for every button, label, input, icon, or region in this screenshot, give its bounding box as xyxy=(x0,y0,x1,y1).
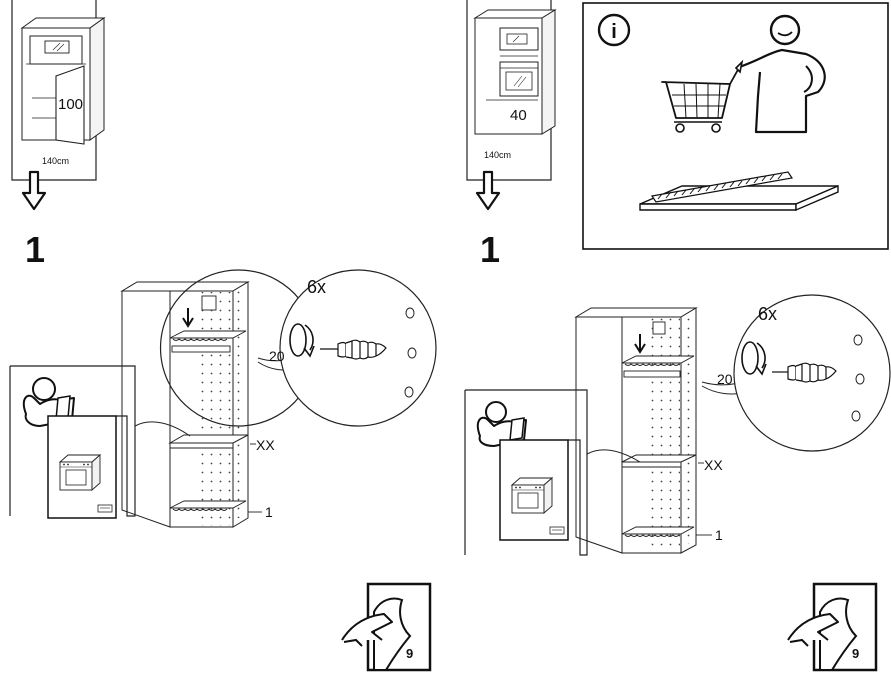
shopping-cart-icon xyxy=(661,65,741,133)
shelf-icon xyxy=(639,171,839,212)
page-ref: 9 xyxy=(852,646,859,661)
down-arrow-icon xyxy=(21,170,47,211)
down-arrow-icon xyxy=(475,170,501,211)
label-20: 20 xyxy=(269,348,285,364)
label-1: 1 xyxy=(265,504,273,520)
label-20: 20 xyxy=(717,371,733,387)
right-column: 40 140cm 1 i xyxy=(464,0,891,672)
screws-count: 6x xyxy=(758,304,777,324)
info-icon: i xyxy=(597,13,631,47)
cabinet-drawing-left: XX 1 xyxy=(120,281,275,528)
thumbnail-width: 140cm xyxy=(484,150,511,160)
info-letter: i xyxy=(611,21,617,43)
reader-panel-left xyxy=(9,365,191,519)
cabinet-drawing-right: XX 1 xyxy=(574,307,723,554)
reader-panel-right xyxy=(464,389,641,556)
screw-detail-right: 6x 20 xyxy=(701,294,891,452)
screw-icon xyxy=(741,341,837,383)
oven-icon xyxy=(510,477,554,514)
step-number: 1 xyxy=(25,229,45,270)
thumbnail-value: 40 xyxy=(510,107,527,124)
person-icon xyxy=(734,14,826,134)
label-xx: XX xyxy=(256,437,275,453)
info-panel: i xyxy=(582,2,889,250)
thumbnail-value: 100 xyxy=(58,96,83,113)
step-number: 1 xyxy=(480,229,500,270)
oven-icon xyxy=(58,454,102,491)
screws-count: 6x xyxy=(307,277,326,297)
page-turn-icon: 9 xyxy=(787,582,878,672)
left-column: 100 140cm 1 XX xyxy=(9,0,437,672)
page-ref: 9 xyxy=(406,646,413,661)
screw-detail-left: 6x 20 xyxy=(160,269,437,427)
label-xx: XX xyxy=(704,457,723,473)
thumbnail-width: 140cm xyxy=(42,156,69,166)
screw-icon xyxy=(289,323,387,360)
label-1: 1 xyxy=(715,527,723,543)
reader-icon xyxy=(476,401,527,447)
cabinet-thumbnail-left: 100 140cm xyxy=(11,0,106,181)
page-turn-icon: 9 xyxy=(341,582,432,672)
cabinet-thumbnail-right: 40 140cm xyxy=(466,0,557,181)
